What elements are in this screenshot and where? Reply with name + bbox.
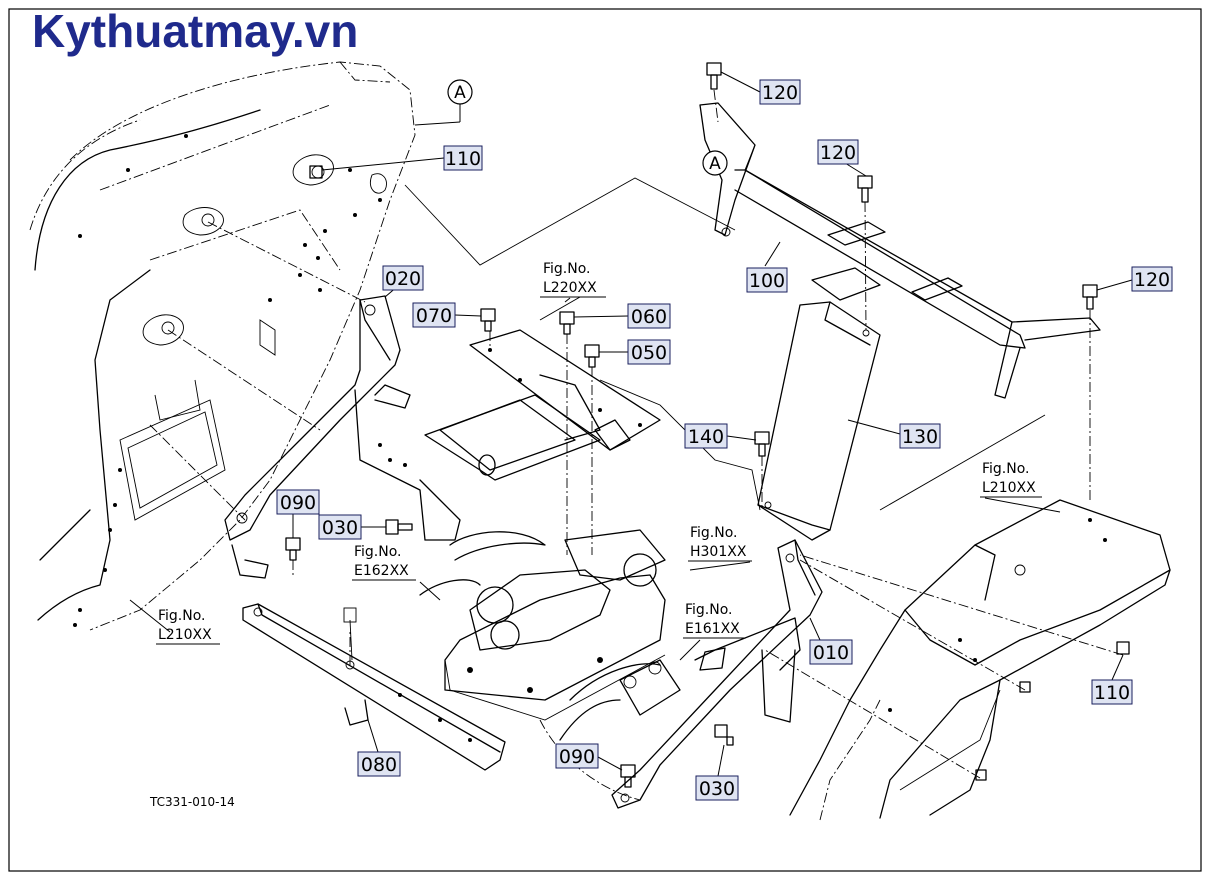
- hydraulic-unit: [419, 529, 666, 721]
- nut-right-1: [1019, 681, 1031, 693]
- assembly-boundary-mid: [599, 379, 761, 511]
- callout-number: 090: [559, 746, 595, 768]
- drawing-frame: [8, 8, 1202, 872]
- callout-010[interactable]: 010: [809, 639, 853, 665]
- callout-labels: 120 110 120 020 100 120 070 060 050 140 …: [276, 79, 1173, 801]
- callout-number: 020: [385, 268, 421, 290]
- fig-ref-number: E161XX: [685, 621, 740, 637]
- figure-references: Fig.No. L220XX Fig.No. H301XX Fig.No. E1…: [156, 261, 1042, 645]
- right-fender-housing: [789, 499, 1171, 821]
- fig-ref-h301[interactable]: Fig.No. H301XX: [688, 525, 752, 562]
- callout-020[interactable]: 020: [382, 265, 424, 291]
- callout-050[interactable]: 050: [627, 339, 671, 365]
- bracket-020: [224, 295, 461, 579]
- callout-number: 080: [361, 754, 397, 776]
- fig-ref-label: Fig.No.: [685, 602, 733, 618]
- bolt-060: [559, 311, 575, 335]
- callout-number: 060: [631, 306, 667, 328]
- callout-number: 070: [416, 305, 452, 327]
- lower-linkage: [539, 659, 681, 801]
- callout-number: 120: [1134, 269, 1170, 291]
- fig-ref-number: L210XX: [982, 480, 1036, 496]
- bracket-010: [611, 539, 823, 809]
- fig-ref-label: Fig.No.: [690, 525, 738, 541]
- callout-number: 140: [688, 426, 724, 448]
- callout-030-bottom[interactable]: 030: [695, 775, 739, 801]
- callout-120-top[interactable]: 120: [759, 79, 801, 105]
- fig-ref-e161[interactable]: Fig.No. E161XX: [683, 602, 746, 639]
- assembly-boundary-top: [404, 177, 736, 266]
- frame-100: [699, 102, 1101, 399]
- callout-number: 050: [631, 342, 667, 364]
- nut-right-2: [975, 769, 987, 781]
- fig-ref-label: Fig.No.: [543, 261, 591, 277]
- callout-130[interactable]: 130: [899, 423, 941, 449]
- drawing-code: TC331-010-14: [149, 795, 235, 809]
- center-bracket-assembly: [424, 329, 661, 481]
- callout-leaders: [129, 71, 1133, 777]
- callout-140[interactable]: 140: [684, 423, 728, 449]
- fig-ref-e162[interactable]: Fig.No. E162XX: [352, 544, 416, 581]
- fig-ref-l210-right[interactable]: Fig.No. L210XX: [980, 461, 1042, 498]
- callout-number: 030: [322, 517, 358, 539]
- fig-ref-number: L220XX: [543, 280, 597, 296]
- callout-number: 090: [280, 492, 316, 514]
- callout-110-bottom[interactable]: 110: [1091, 679, 1133, 705]
- callout-090-bottom[interactable]: 090: [555, 743, 599, 769]
- callout-120-right[interactable]: 120: [1131, 266, 1173, 292]
- bolt-030-left: [385, 519, 413, 535]
- callout-number: 110: [445, 148, 481, 170]
- bolt-120-top: [706, 62, 722, 90]
- section-marker-a-right: A: [702, 150, 728, 176]
- callout-number: 130: [902, 426, 938, 448]
- fig-ref-l220[interactable]: Fig.No. L220XX: [540, 261, 606, 298]
- section-marker-letter: A: [709, 154, 721, 174]
- fig-ref-number: L210XX: [158, 627, 212, 643]
- nut-110-top: [309, 165, 323, 179]
- bolt-120-mid: [857, 175, 873, 203]
- bolt-070: [480, 308, 496, 332]
- callout-number: 120: [820, 142, 856, 164]
- section-marker-letter: A: [454, 83, 466, 103]
- section-marker-a-left: A: [414, 79, 473, 126]
- bolt-140: [754, 431, 770, 457]
- fig-ref-label: Fig.No.: [982, 461, 1030, 477]
- fig-ref-number: E162XX: [354, 563, 409, 579]
- fig-ref-label: Fig.No.: [158, 608, 206, 624]
- callout-080[interactable]: 080: [357, 751, 401, 777]
- callout-number: 110: [1094, 682, 1130, 704]
- bolt-090-bottom: [620, 764, 636, 788]
- callout-120-mid[interactable]: 120: [817, 139, 859, 165]
- callout-number: 100: [749, 270, 785, 292]
- callout-number: 120: [762, 82, 798, 104]
- callout-100[interactable]: 100: [746, 267, 788, 293]
- bolt-120-right: [1082, 284, 1098, 310]
- nut-110-bottom: [1116, 641, 1130, 655]
- assembly-boundary-right: [879, 414, 1046, 511]
- fig-ref-number: H301XX: [690, 544, 747, 560]
- site-watermark: Kythuatmay.vn: [32, 5, 359, 57]
- fig-ref-label: Fig.No.: [354, 544, 402, 560]
- callout-090-left[interactable]: 090: [276, 489, 320, 515]
- bolt-050: [584, 344, 600, 368]
- callout-110-top[interactable]: 110: [443, 145, 483, 171]
- plate-130: [757, 301, 881, 541]
- callout-number: 030: [699, 778, 735, 800]
- callout-070[interactable]: 070: [412, 302, 456, 328]
- callout-030-left[interactable]: 030: [318, 514, 362, 540]
- bolt-090-left: [285, 537, 301, 561]
- bolt-030-bottom: [714, 724, 734, 746]
- crossbar-080: [242, 603, 506, 771]
- callout-060[interactable]: 060: [627, 303, 671, 329]
- fig-ref-l210-left[interactable]: Fig.No. L210XX: [156, 608, 220, 645]
- alignment-lines: [149, 89, 1124, 779]
- callout-number: 010: [813, 642, 849, 664]
- left-fender-housing: [29, 61, 416, 631]
